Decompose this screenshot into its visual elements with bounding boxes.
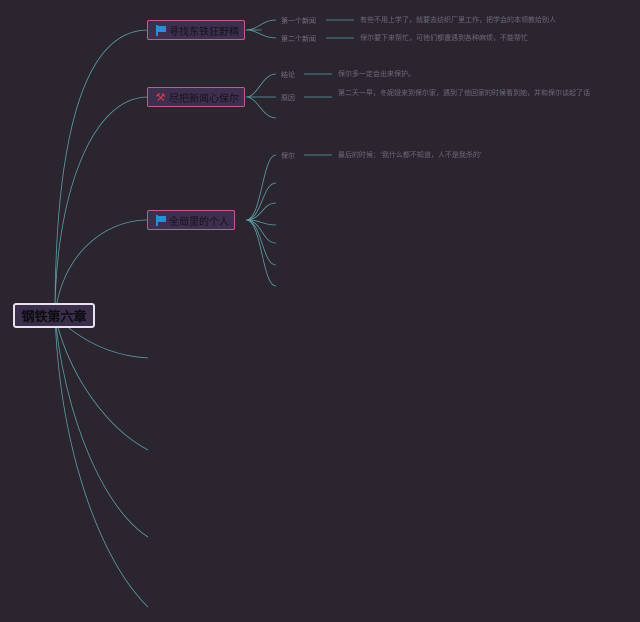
flag-icon <box>155 24 166 36</box>
topic-1-child-2-note: 保尔要下来帮忙，可他们都遭遇到各种麻烦，不能帮忙 <box>360 34 528 42</box>
connector-root-empty2 <box>54 315 149 451</box>
topic-2-label: 尽把新闻心保尔 <box>169 93 239 105</box>
topic-3[interactable]: 全局里的个人 <box>147 210 235 230</box>
tools-icon: ⚒ <box>155 90 166 104</box>
topic-3-child-1[interactable]: 保尔 <box>281 152 295 160</box>
topic-2[interactable]: ⚒ 尽把新闻心保尔 <box>147 87 245 107</box>
topic-1-child-1-note: 有些不用上学了，就要去纺织厂里工作，把学会的本领教给别人 <box>360 16 556 24</box>
topic-3-child-1-note: 最后的时候：'我什么都不知道，人不是我杀的' <box>338 151 482 159</box>
root-topic-label: 钢铁第六章 <box>21 310 87 325</box>
flag-icon <box>155 214 166 226</box>
root-topic[interactable]: 钢铁第六章 <box>13 303 95 328</box>
connector-root-empty3 <box>54 315 149 538</box>
connector-root-empty4 <box>54 315 149 608</box>
connector-root-topic3 <box>54 219 149 317</box>
topic-2-child-1[interactable]: 结论 <box>281 71 295 79</box>
topic-1[interactable]: 寻找东铁狂野精 <box>147 20 245 40</box>
connector-root-topic2 <box>54 96 149 317</box>
connector-root-topic1 <box>54 29 149 317</box>
topic-2-child-2[interactable]: 原因 <box>281 94 295 102</box>
topic-1-label: 寻找东铁狂野精 <box>169 26 239 38</box>
topic-1-child-1[interactable]: 第一个新闻 <box>281 17 316 25</box>
topic-3-label: 全局里的个人 <box>169 216 229 228</box>
topic-2-child-2-note: 第二天一早，冬妮娅来到保尔家，遇到了他回家的时候看到她，并和保尔谈起了话 <box>338 89 590 97</box>
topic-1-child-2[interactable]: 第二个新闻 <box>281 35 316 43</box>
topic-2-child-1-note: 保尔多一定会出来保护。 <box>338 70 415 78</box>
